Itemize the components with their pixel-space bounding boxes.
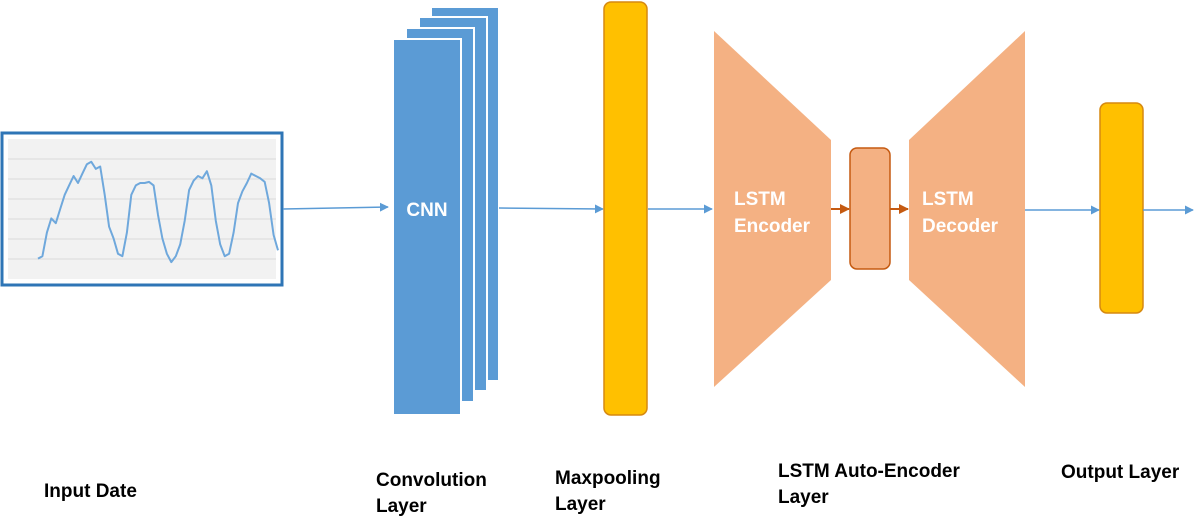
cnn-label: CNN (406, 200, 447, 221)
lstm-encoder-shape (714, 31, 831, 387)
caption-maxpooling-line1: Maxpooling (555, 468, 661, 489)
arrow-cnn-to-maxpool (498, 204, 604, 214)
lstm-decoder-label-line2: Decoder (922, 216, 999, 237)
lstm-decoder: LSTM Decoder (909, 31, 1025, 387)
caption-output-line1: Output Layer (1061, 462, 1180, 483)
caption-convolution-line1: Convolution (376, 470, 487, 491)
caption-lstm-autoencoder-layer: LSTM Auto-Encoder Layer (778, 459, 960, 511)
input-signal-line (37, 160, 279, 264)
input-chart-plot-area (8, 139, 276, 279)
maxpooling-bar (603, 1, 648, 416)
caption-input-line1: Input Date (44, 481, 137, 502)
caption-convolution-line2: Layer (376, 496, 427, 517)
lstm-encoder-label-line1: LSTM (734, 189, 786, 210)
caption-lstm-line1: LSTM Auto-Encoder (778, 461, 960, 482)
lstm-encoder: LSTM Encoder (714, 31, 831, 387)
output-bar (1099, 102, 1144, 314)
input-chart-gridlines (8, 158, 276, 260)
input-chart (0, 131, 284, 287)
caption-convolution-layer: Convolution Layer (376, 468, 487, 520)
caption-input-data: Input Date (44, 479, 137, 505)
lstm-encoder-label-line2: Encoder (734, 216, 811, 237)
cnn-block: CNN (392, 6, 500, 416)
lstm-decoder-shape (909, 31, 1025, 387)
caption-lstm-line2: Layer (778, 487, 829, 508)
lstm-decoder-label-line1: LSTM (922, 189, 974, 210)
caption-maxpooling-layer: Maxpooling Layer (555, 466, 661, 518)
arrow-input-to-cnn (282, 202, 389, 212)
cnn-feature-map-1 (392, 38, 462, 416)
caption-output-layer: Output Layer (1061, 460, 1179, 486)
lstm-bottleneck (849, 147, 891, 270)
caption-maxpooling-line2: Layer (555, 494, 606, 515)
